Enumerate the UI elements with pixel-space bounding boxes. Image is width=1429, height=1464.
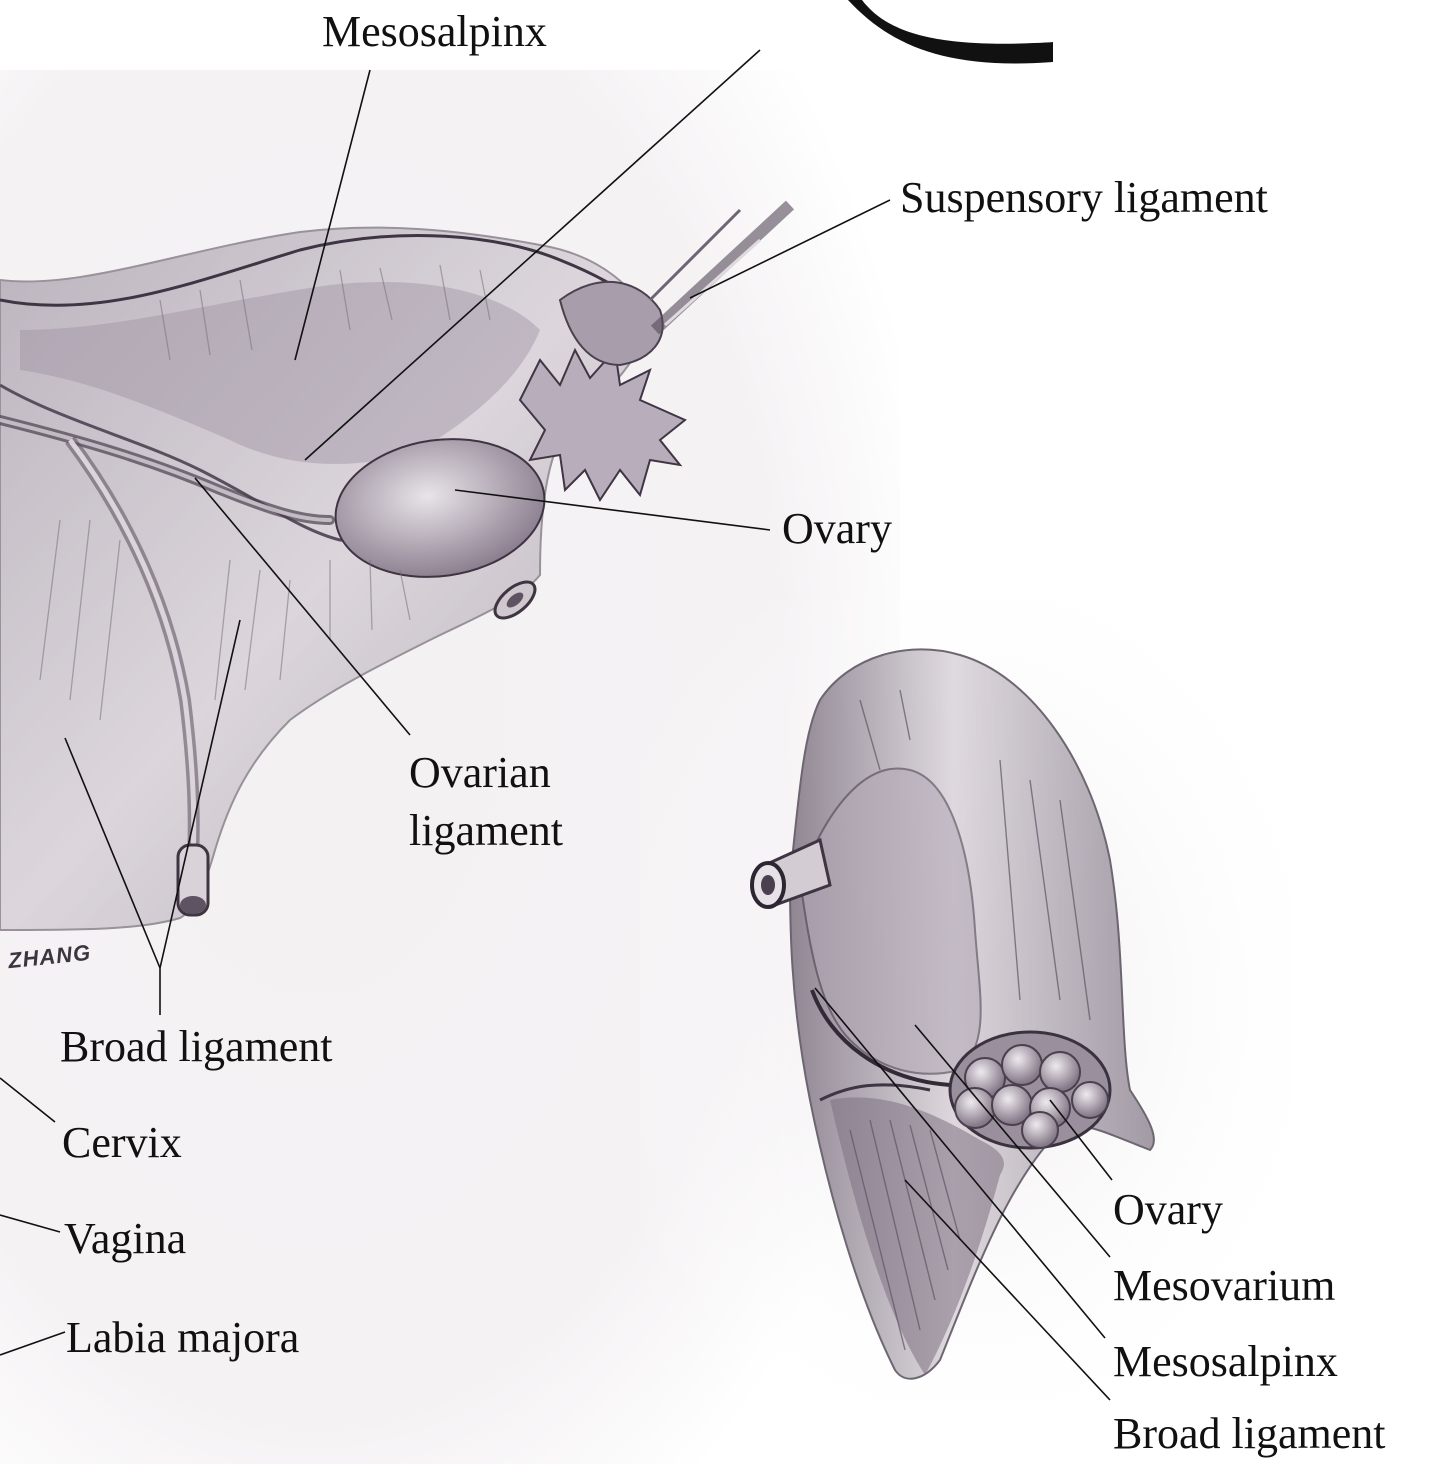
label-ovary-top: Ovary: [782, 503, 892, 555]
label-labia-majora: Labia majora: [66, 1312, 299, 1364]
label-mesosalpinx-bottom: Mesosalpinx: [1113, 1336, 1338, 1388]
label-ovarian-ligament-line2: ligament: [409, 805, 563, 857]
label-broad-ligament-bottom: Broad ligament: [1113, 1408, 1386, 1460]
label-mesovarium: Mesovarium: [1113, 1260, 1335, 1312]
label-vagina: Vagina: [64, 1213, 186, 1265]
label-broad-ligament-left: Broad ligament: [60, 1021, 333, 1073]
label-cervix: Cervix: [62, 1117, 182, 1169]
label-ovary-bottom: Ovary: [1113, 1184, 1223, 1236]
label-mesosalpinx-top: Mesosalpinx: [322, 6, 547, 58]
label-ovarian-ligament-line1: Ovarian: [409, 747, 551, 799]
label-suspensory-ligament: Suspensory ligament: [900, 172, 1268, 224]
